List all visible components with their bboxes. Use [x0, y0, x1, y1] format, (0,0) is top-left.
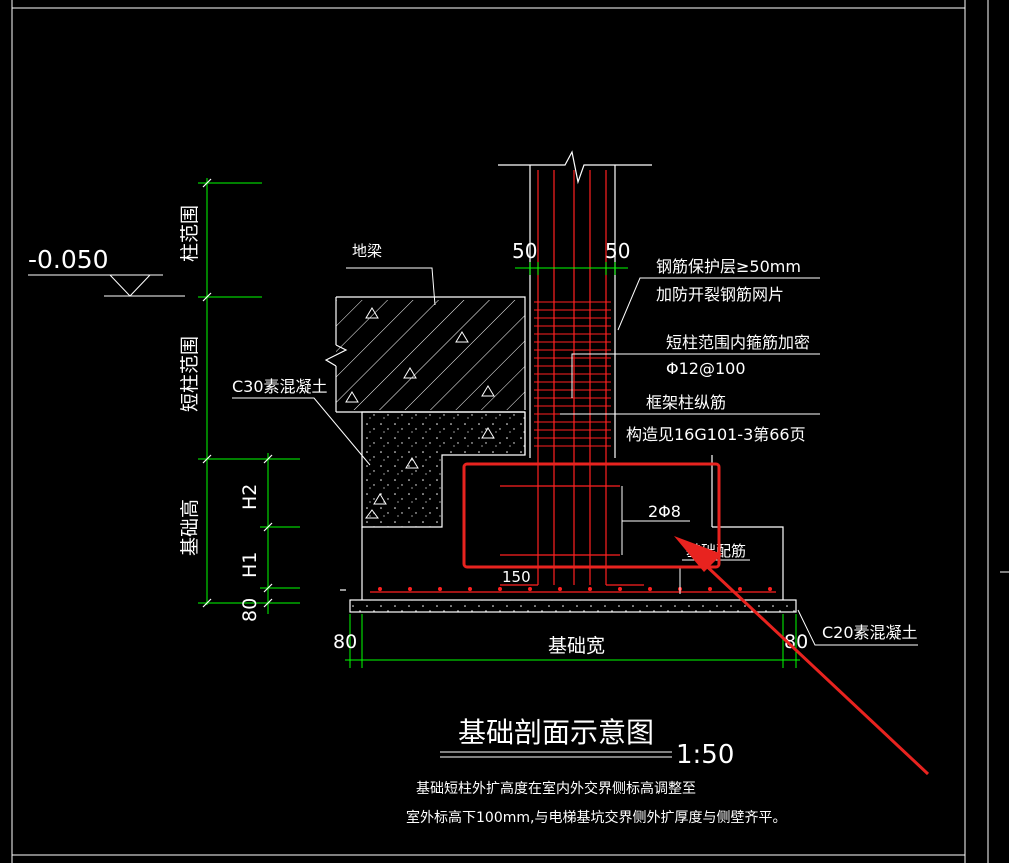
- column: [498, 150, 652, 458]
- highlight-annotation: [462, 462, 930, 776]
- foundation-height-label: 基础高: [179, 499, 201, 556]
- note-line-1: 基础短柱外扩高度在室内外交界侧标高调整至: [416, 780, 696, 797]
- short-column-range-label: 短柱范围: [179, 336, 201, 412]
- leaders: [232, 267, 918, 646]
- column-bar-line1: 框架柱纵筋: [646, 393, 726, 412]
- width-dimension: [345, 614, 800, 668]
- left-dimension-ticks: [202, 178, 273, 608]
- drawing-frame: [11, 0, 1009, 863]
- drawing-title: 基础剖面示意图: [458, 716, 654, 749]
- rebar-dot: [528, 587, 532, 591]
- rebar-dot: [738, 587, 742, 591]
- ground-beam: [324, 296, 526, 413]
- two-phi8-label: 2Φ8: [648, 502, 681, 521]
- rebar-dot: [618, 587, 622, 591]
- rebar-dot: [408, 587, 412, 591]
- bar-spacing-150: 150: [502, 568, 531, 586]
- rebar-dot: [708, 587, 712, 591]
- title-block: 基础剖面示意图 1:50 基础短柱外扩高度在室内外交界侧标高调整至 室外标高下1…: [406, 716, 786, 826]
- foundation-outline: [340, 412, 784, 600]
- c20-blinding-layer: [349, 599, 797, 613]
- h1-label: H1: [239, 552, 261, 578]
- cover-line2: 加防开裂钢筋网片: [656, 285, 784, 304]
- left-dimension-chain: [198, 178, 300, 614]
- right-80: 80: [784, 631, 808, 653]
- column-rebar: [500, 170, 644, 586]
- rebar-dot: [438, 587, 442, 591]
- h2-label: H2: [239, 484, 261, 510]
- note-line-2: 室外标高下100mm,与电梯基坑交界侧外扩厚度与侧壁齐平。: [406, 809, 786, 826]
- rebar-dot: [498, 587, 502, 591]
- stirrup-line2: Φ12@100: [666, 359, 746, 378]
- c20-concrete-label: C20素混凝土: [822, 623, 918, 642]
- left-80: 80: [333, 631, 357, 653]
- foundation-width-label: 基础宽: [548, 635, 605, 657]
- ground-beam-label: 地梁: [352, 242, 382, 260]
- rebar-dot: [558, 587, 562, 591]
- bottom-80-label: 80: [239, 598, 261, 622]
- rebar-dot: [768, 587, 772, 591]
- rebar-dot: [648, 587, 652, 591]
- cover-left-50: 50: [512, 239, 537, 263]
- c30-concrete-block: [361, 411, 526, 528]
- rebar-dot: [468, 587, 472, 591]
- cover-right-50: 50: [605, 239, 630, 263]
- cover-line1: 钢筋保护层≥50mm: [656, 257, 801, 276]
- drawing-scale: 1:50: [676, 740, 734, 770]
- elevation-value: -0.050: [28, 245, 109, 274]
- column-bar-line2: 构造见16G101-3第66页: [626, 425, 806, 444]
- column-range-label: 柱范围: [179, 205, 201, 262]
- rebar-dot: [378, 587, 382, 591]
- rebar-dots: [378, 587, 772, 591]
- rebar-dot: [588, 587, 592, 591]
- foundation-rebar: [370, 485, 776, 593]
- stirrup-line1: 短柱范围内箍筋加密: [666, 333, 810, 352]
- elevation-mark: -0.050: [28, 245, 185, 297]
- cover-dimension: [515, 262, 628, 275]
- c30-concrete-label: C30素混凝土: [232, 377, 328, 396]
